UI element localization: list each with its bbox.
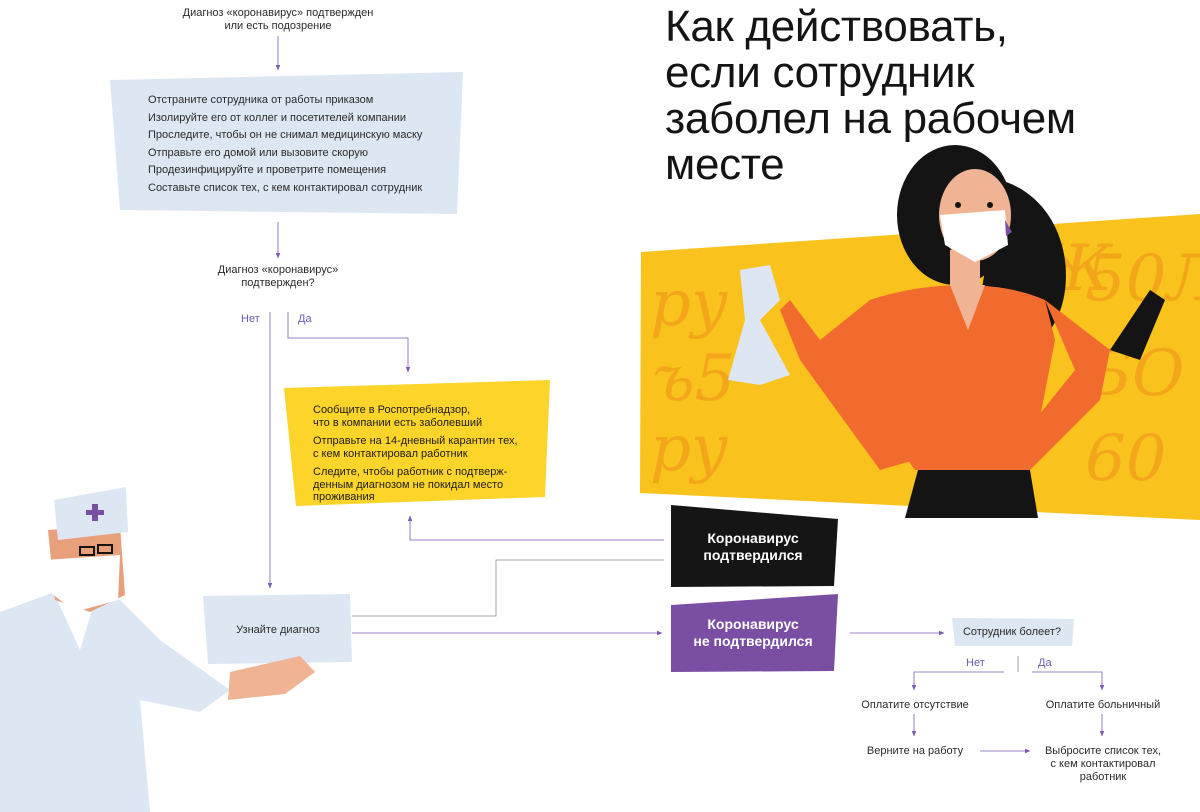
- list-item: Следите, чтобы работник с подтверж-денны…: [313, 466, 508, 503]
- question2-box-shape: [952, 618, 1074, 646]
- no2-branch-label: Нет: [966, 657, 985, 669]
- list-item: Отстраните сотрудника от работы приказом: [148, 94, 374, 106]
- discard-contact-list-label: Выбросите список тех, с кем контактирова…: [1044, 745, 1162, 783]
- list-item: Отправьте на 14-дневный карантин тех,с к…: [313, 435, 518, 460]
- list-item: Проследите, чтобы он не снимал медицинск…: [148, 129, 423, 141]
- list-item: Составьте список тех, с кем контактирова…: [148, 181, 423, 194]
- no-branch-label: Нет: [241, 313, 260, 325]
- not-confirmed-label-shape: [671, 594, 838, 672]
- confirmed-steps-list: Сообщите в Роспотребнадзор,что в компани…: [313, 404, 545, 510]
- list-item: Продезинфицируйте и проветрите помещения: [148, 164, 387, 176]
- pay-sick-leave-label: Оплатите больничный: [1045, 699, 1161, 711]
- page-title: Как действовать, если сотрудник заболел …: [665, 2, 1076, 189]
- diagnosis-question: Диагноз «коронавирус» подтвержден?: [217, 264, 339, 289]
- list-item: Изолируйте его от коллег и посетителей к…: [148, 111, 407, 124]
- start-condition-label: Диагноз «коронавирус» подтвержден или ес…: [182, 7, 374, 32]
- svg-text:ъ5: ъ5: [652, 342, 735, 416]
- initial-steps-list: Отстраните сотрудника от работы приказом…: [148, 92, 448, 197]
- yes2-branch-label: Да: [1038, 657, 1052, 669]
- find-diagnosis-label: Узнайте диагноз: [236, 624, 320, 636]
- yes-branch-label: Да: [298, 313, 312, 325]
- svg-text:ру: ру: [650, 412, 728, 486]
- svg-text:ру: ру: [650, 267, 728, 341]
- employee-sick-question: Сотрудник болеет?: [962, 626, 1062, 638]
- svg-text:60: 60: [1085, 422, 1166, 496]
- list-item: Отправьте его домой или вызовите скорую: [148, 146, 368, 159]
- steps-box-shape: [110, 72, 463, 214]
- confirmed-box-shape: [284, 380, 550, 506]
- pay-absence-label: Оплатите отсутствие: [861, 699, 969, 711]
- confirmed-label-shape: [671, 505, 838, 587]
- coronavirus-not-confirmed-label: Коронавирус не подтвердился: [693, 616, 813, 649]
- find-diagnosis-box-shape: [203, 594, 352, 664]
- list-item: Сообщите в Роспотребнадзор,что в компани…: [313, 404, 483, 429]
- return-to-work-label: Верните на работу: [866, 745, 964, 757]
- coronavirus-confirmed-label: Коронавирус подтвердился: [703, 530, 803, 563]
